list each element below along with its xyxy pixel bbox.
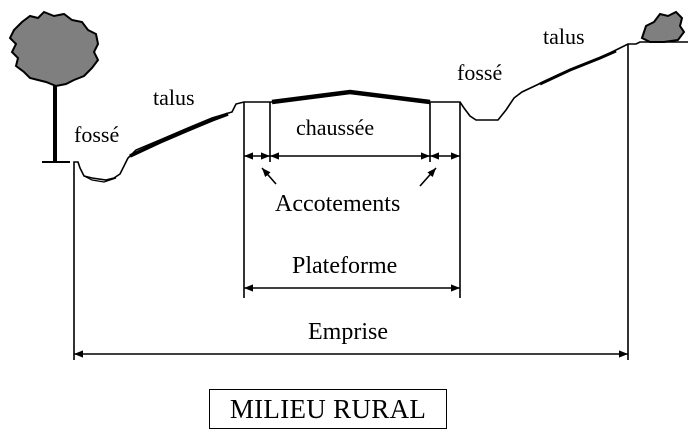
left-tree-icon — [8, 10, 100, 163]
chaussee-surface — [271, 89, 431, 105]
talus-left-label: talus — [153, 85, 195, 110]
title-box: MILIEU RURAL — [209, 389, 447, 429]
emprise-label: Emprise — [308, 319, 388, 345]
chaussee-label: chaussée — [296, 115, 374, 140]
talus-right-label: talus — [543, 24, 585, 49]
accotements-label: Accotements — [275, 191, 400, 217]
accotement-right-pointer — [419, 167, 437, 187]
right-tree-icon — [640, 10, 686, 43]
fosse-right-label: fossé — [457, 60, 502, 85]
plateforme-label: Plateforme — [292, 253, 397, 279]
talus-right-slope — [539, 49, 617, 86]
fosse-left-label: fossé — [74, 122, 119, 147]
accotement-left-pointer — [261, 167, 277, 185]
fosse-left-ditch — [83, 175, 117, 183]
talus-left-slope — [129, 112, 229, 158]
